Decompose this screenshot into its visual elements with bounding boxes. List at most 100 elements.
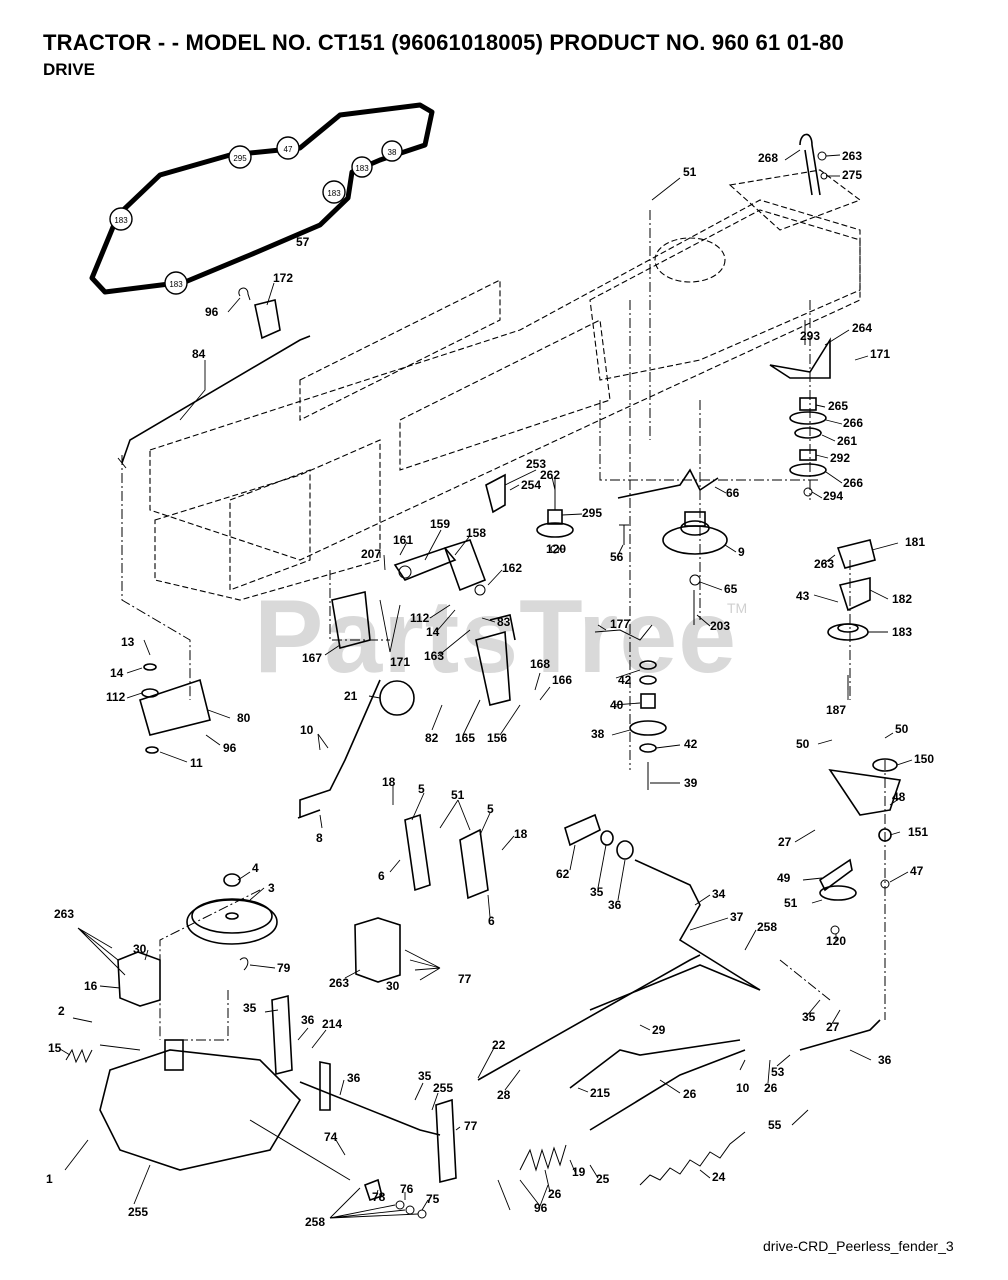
callout-9: 9 [738,545,745,559]
callout-16: 16 [84,979,98,993]
callout-36: 36 [347,1071,361,1085]
callout-120: 120 [826,934,846,948]
callout-84: 84 [192,347,206,361]
callout-29: 29 [652,1023,666,1037]
callout-36: 36 [608,898,622,912]
callout-295: 295 [582,506,602,520]
callout-leaders [59,149,913,1219]
watermark-trademark: TM [727,600,748,616]
callout-42: 42 [684,737,698,751]
callout-24: 24 [712,1170,726,1184]
callout-207: 207 [361,547,381,561]
callout-48: 48 [892,790,906,804]
callout-36: 36 [301,1013,315,1027]
callout-15: 15 [48,1041,62,1055]
callout-171: 171 [390,655,410,669]
callout-11: 11 [190,756,203,770]
page-title: TRACTOR - - MODEL NO. CT151 (96061018005… [43,30,844,55]
callout-158: 158 [466,526,486,540]
callout-30: 30 [133,942,147,956]
callout-258: 258 [757,920,777,934]
callout-265: 265 [828,399,848,413]
callout-266: 266 [843,416,863,430]
page-subtitle: DRIVE [43,60,95,79]
callout-165: 165 [455,731,475,745]
callout-293: 293 [800,329,820,343]
belt-pulley-label-183: 183 [169,280,183,289]
diagram-caption: drive-CRD_Peerless_fender_3 [763,1238,954,1254]
callout-162: 162 [502,561,522,575]
callout-47: 47 [910,864,924,878]
drive-belt [89,102,435,295]
callout-62: 62 [556,867,570,881]
callout-18: 18 [514,827,528,841]
callout-177: 177 [610,617,630,631]
callout-181: 181 [905,535,925,549]
callout-22: 22 [492,1038,506,1052]
callout-167: 167 [302,651,322,665]
callout-263: 263 [814,557,834,571]
belt-pulleys [109,136,403,295]
callout-159: 159 [430,517,450,531]
callout-77: 77 [458,972,472,986]
callout-120: 120 [546,542,566,556]
callout-27: 27 [778,835,792,849]
callout-1: 1 [46,1172,53,1186]
callout-294: 294 [823,489,843,503]
callout-14: 14 [426,625,440,639]
callout-35: 35 [243,1001,257,1015]
callout-57: 57 [296,235,310,249]
callout-112: 112 [410,611,430,625]
callout-203: 203 [710,619,730,633]
callout-268: 268 [758,151,778,165]
callout-28: 28 [497,1088,511,1102]
callout-10: 10 [300,723,314,737]
assembly-center-lines [121,210,886,1041]
callout-2: 2 [58,1004,65,1018]
callout-19: 19 [572,1165,586,1179]
callout-82: 82 [425,731,439,745]
belt-pulley-label-47: 47 [284,145,293,154]
callout-80: 80 [237,711,251,725]
callout-263: 263 [842,149,862,163]
callout-6: 6 [378,869,385,883]
callout-261: 261 [837,434,857,448]
belt-pulley-label-295: 295 [233,154,247,163]
callout-163: 163 [424,649,444,663]
callout-182: 182 [892,592,912,606]
callout-172: 172 [273,271,293,285]
callout-51: 51 [784,896,798,910]
callout-156: 156 [487,731,507,745]
callout-18: 18 [382,775,396,789]
callout-6: 6 [488,914,495,928]
callout-21: 21 [344,689,358,703]
callout-263: 263 [329,976,349,990]
callout-25: 25 [596,1172,610,1186]
callout-4: 4 [252,861,259,875]
callout-55: 55 [768,1118,782,1132]
callout-151: 151 [908,825,928,839]
callout-35: 35 [802,1010,816,1024]
callout-26: 26 [683,1087,697,1101]
callout-40: 40 [610,698,624,712]
callout-75: 75 [426,1192,440,1206]
callout-83: 83 [497,615,511,629]
callout-253: 253 [526,457,546,471]
callout-264: 264 [852,321,872,335]
callout-171: 171 [870,347,890,361]
callout-78: 78 [372,1190,386,1204]
callout-76: 76 [400,1182,414,1196]
callout-51: 51 [451,788,465,802]
belt-pulley-label-183: 183 [355,164,369,173]
callout-5: 5 [487,802,494,816]
callout-262: 262 [540,468,560,482]
callout-254: 254 [521,478,541,492]
callout-215: 215 [590,1086,610,1100]
callout-42: 42 [618,673,632,687]
callout-77: 77 [464,1119,478,1133]
callout-74: 74 [324,1130,338,1144]
callout-36: 36 [878,1053,892,1067]
